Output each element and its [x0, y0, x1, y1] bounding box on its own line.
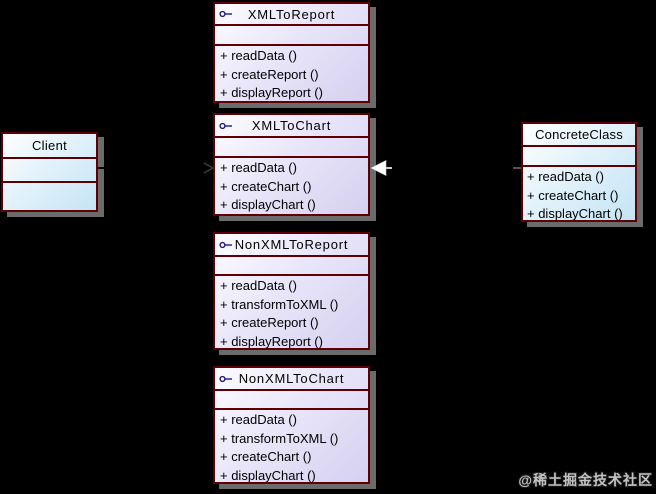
class-title-bar: NonXMLToChart [215, 368, 368, 389]
watermark: @稀土掘金技术社区 [518, 472, 653, 488]
generalization-arrowhead-icon[interactable] [369, 159, 392, 177]
class-title-bar: XMLToChart [215, 115, 368, 136]
attributes-compartment [215, 136, 368, 156]
class-name: XMLToReport [247, 6, 336, 22]
method-item: + readData () [527, 169, 604, 184]
class-name: Client [31, 138, 68, 153]
class-name: NonXMLToChart [238, 371, 345, 386]
class-title-bar: ConcreteClass [523, 124, 635, 145]
methods-compartment: + readData () + createReport () + displayR… [215, 44, 368, 101]
class-title-bar: XMLToReport [215, 4, 368, 24]
method-item: + displayReport () [220, 85, 323, 100]
method-item: + readData () [220, 412, 297, 427]
class-nonxmltochart[interactable]: NonXMLToChart + readData () + transformTo… [213, 366, 370, 484]
class-icon [219, 121, 233, 130]
method-item: + readData () [220, 160, 297, 175]
methods-compartment [3, 181, 96, 210]
methods-compartment: + readData () + transformToXML () + create… [215, 408, 368, 482]
method-item: + displayReport () [220, 333, 323, 349]
class-title-bar: Client [3, 134, 96, 157]
class-icon [219, 240, 233, 249]
method-item: + createChart () [220, 449, 312, 464]
class-name: ConcreteClass [535, 127, 623, 142]
class-xmltoreport[interactable]: XMLToReport + readData () + createReport … [213, 2, 370, 103]
association-arrowhead-icon [202, 161, 215, 175]
method-item: + displayChart () [527, 206, 623, 220]
class-xmltochart[interactable]: XMLToChart + readData () + createChart ()… [213, 113, 370, 216]
class-nonxmltoreport[interactable]: NonXMLToReport + readData () + transformT… [213, 232, 370, 350]
generalization-stub [513, 167, 521, 169]
attributes-compartment [215, 255, 368, 274]
class-name: NonXMLToReport [234, 237, 349, 252]
class-icon [219, 10, 233, 19]
method-item: + readData () [220, 48, 297, 63]
methods-compartment: + readData () + createChart () + displayCh… [215, 156, 368, 214]
method-item: + createReport () [220, 66, 319, 82]
attributes-compartment [523, 145, 635, 165]
method-item: + transformToXML () [220, 430, 339, 446]
method-item: + transformToXML () [220, 296, 339, 312]
attributes-compartment [215, 389, 368, 408]
method-item: + displayChart () [220, 467, 316, 483]
class-client[interactable]: Client [1, 132, 98, 212]
association-stub [98, 167, 105, 169]
attributes-compartment [215, 24, 368, 44]
class-icon [219, 374, 233, 383]
methods-compartment: + readData () + transformToXML () + create… [215, 274, 368, 348]
method-item: + createReport () [220, 315, 319, 330]
methods-compartment: + readData () + createChart () + displayCh… [523, 165, 635, 220]
class-concreteclass[interactable]: ConcreteClass + readData () + createChart… [521, 122, 637, 222]
method-item: + readData () [220, 278, 297, 293]
method-item: + createChart () [527, 187, 619, 203]
class-title-bar: NonXMLToReport [215, 234, 368, 255]
method-item: + createChart () [220, 178, 312, 194]
class-name: XMLToChart [251, 118, 332, 133]
method-item: + displayChart () [220, 197, 316, 212]
attributes-compartment [3, 157, 96, 181]
association-line-client-xmltochart[interactable] [98, 168, 204, 169]
